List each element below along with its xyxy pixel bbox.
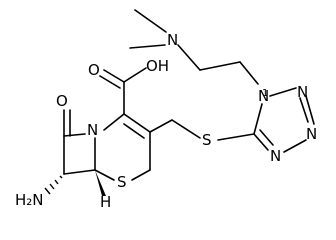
bond-cooh-oh (123, 67, 147, 83)
atom-n-lactam: N (87, 121, 98, 139)
bond-tz-5 (253, 103, 263, 135)
atom-o-lactam: O (56, 92, 68, 110)
hashed-bond-c6-h (95, 170, 106, 196)
bond-tz-4 (253, 133, 269, 151)
bond-tz-4b (259, 129, 274, 146)
atom-h-stereo: H (100, 193, 111, 211)
bond-tz-2 (305, 95, 315, 125)
bond-cooh-o (103, 69, 125, 83)
bond-n-c8 (63, 133, 86, 137)
atom-tetrazole-n1-locant: 1 (262, 88, 268, 99)
bond-methyl-2 (129, 44, 166, 49)
bond-ch2-tetrazole (239, 61, 259, 85)
bond-tz-2b (299, 97, 309, 123)
bond-n-ch2 (177, 44, 201, 71)
atom-o-hydroxyl: OH (146, 57, 169, 75)
bond-cooh-o-double (99, 75, 121, 89)
bond-s-ch2 (171, 119, 201, 139)
bond-methyl-1 (134, 9, 167, 33)
bond-tz-3 (283, 139, 307, 153)
structure-drawing: N N 1 N N N S S N OH O O H₂N H (15, 9, 317, 211)
bond-c7-c6 (63, 169, 96, 175)
bond-ch2-c3 (149, 119, 173, 133)
bond-c3-c4-double (123, 123, 145, 139)
bond-n-c4 (103, 113, 125, 131)
atom-o-carbonyl-acid: O (88, 61, 100, 79)
bond-s-c6 (94, 169, 115, 181)
atom-sulfur-ring: S (117, 173, 127, 191)
bond-tz-s (217, 133, 255, 141)
bond-tz-1 (269, 87, 297, 97)
atom-tetrazole-n1: N (258, 87, 269, 105)
atom-tetrazole-n2: N (297, 83, 308, 101)
atom-sulfur-thioether: S (202, 131, 212, 149)
atom-amino-group: H₂N (15, 191, 44, 209)
bond-c3-c4 (123, 113, 151, 133)
atom-tetrazole-n4: N (270, 147, 281, 165)
atom-n-dimethylamino: N (167, 31, 178, 49)
bond-ch2-ch2 (199, 61, 241, 71)
atom-tetrazole-n3: N (306, 125, 317, 143)
bond-c2-s (131, 169, 151, 181)
hashed-bond-c7-nh2 (44, 175, 63, 195)
molecule-diagram: N N 1 N N N S S N OH O O H₂N H (15, 9, 317, 211)
